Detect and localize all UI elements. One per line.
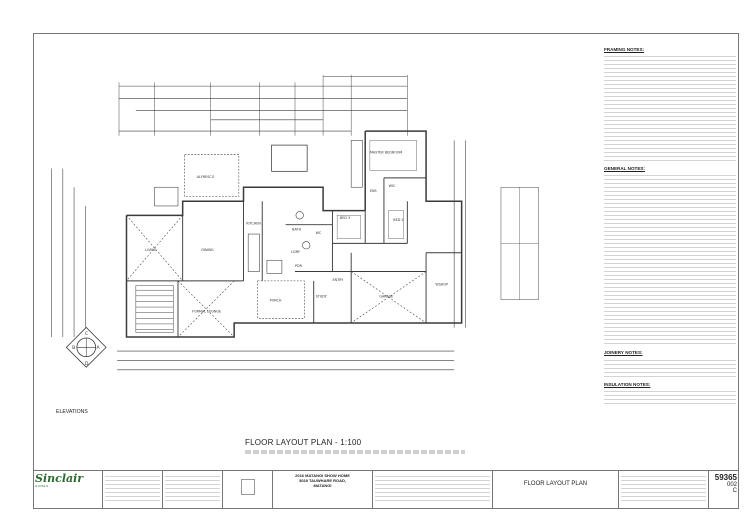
drawing-sheet-border <box>33 33 739 509</box>
room-wic: WIC <box>389 184 396 188</box>
room-bath: BATH <box>292 227 301 231</box>
revision-letter: C <box>732 488 737 494</box>
elevations-label: ELEVATIONS <box>56 409 88 415</box>
room-porch: PORCH <box>270 298 282 302</box>
plan-subtitle-rule <box>245 450 465 454</box>
plan-title: FLOOR LAYOUT PLAN - 1:100 <box>245 438 362 447</box>
company-details <box>103 471 163 509</box>
notes-panel: FRAMING NOTES: GENERAL NOTES: JOINERY NO… <box>604 44 736 429</box>
elevation-e: A <box>97 345 101 351</box>
room-formal-lounge: FORMAL LOUNGE <box>192 310 221 314</box>
room-study: STUDY <box>316 295 328 299</box>
project-address-1: 3028 TAUWHARE ROAD, <box>298 478 347 483</box>
room-kitchen: KITCHEN <box>246 222 261 226</box>
notes-framing-body <box>604 53 736 164</box>
room-living: LIVING <box>145 248 157 252</box>
room-alfresco: ALFRESCO <box>197 175 215 179</box>
revision-table <box>619 471 709 509</box>
room-pdr: PDR <box>295 264 303 268</box>
elevation-s: D <box>85 361 89 367</box>
room-garage: GARAGE <box>379 295 393 299</box>
drawing-details <box>163 471 223 509</box>
company-logo: Sinclair <box>35 472 84 485</box>
title-block: Sinclair HOMES 2016 MATANGI SHOW HOME 30… <box>33 470 739 509</box>
job-number-block: 59365 002 C <box>709 471 739 509</box>
room-dining: DINING <box>201 248 214 252</box>
room-master-bedroom: MASTER BEDROOM <box>370 151 403 155</box>
room-wshop: WSHOP <box>435 283 448 287</box>
elevation-w: B <box>72 345 75 351</box>
logo-block: Sinclair HOMES <box>33 471 103 509</box>
sheet-title: FLOOR LAYOUT PLAN <box>523 481 588 487</box>
notes-general-heading: GENERAL NOTES: <box>604 166 646 172</box>
consent-stamp <box>223 471 273 509</box>
sheet-number: 002 <box>726 482 737 488</box>
room-ens: ENS <box>370 189 377 193</box>
room-wc: WC <box>316 231 322 235</box>
room-ldry: LDRY <box>291 250 301 254</box>
elevation-marker: C A D B <box>65 326 107 368</box>
room-entry: ENTRY <box>332 278 344 282</box>
room-bed3: BED 3 <box>340 216 350 220</box>
room-bed2: BED 2 <box>393 218 403 222</box>
project-name: 2016 MATANGI SHOW HOME <box>295 473 350 478</box>
notes-joinery-heading: JOINERY NOTES: <box>604 350 643 356</box>
notes-framing-heading: FRAMING NOTES: <box>604 47 645 52</box>
elevation-n: C <box>85 331 89 337</box>
floor-plan-drawing: MASTER BEDROOM BED 2 BED 3 KITCHEN LIVIN… <box>51 74 539 371</box>
notes-insulation-body <box>604 387 736 404</box>
notes-insulation-heading: INSULATION NOTES: <box>604 381 651 387</box>
sheet-title-block: FLOOR LAYOUT PLAN <box>493 471 619 509</box>
job-number: 59365 <box>714 473 737 482</box>
company-logo-sub: HOMES <box>35 484 49 488</box>
project-address-2: MATANGI <box>313 483 332 488</box>
notes-joinery-body <box>604 356 736 379</box>
notes-general-body <box>604 172 736 348</box>
project-block: 2016 MATANGI SHOW HOME 3028 TAUWHARE ROA… <box>273 471 373 509</box>
scale-block <box>373 471 493 509</box>
